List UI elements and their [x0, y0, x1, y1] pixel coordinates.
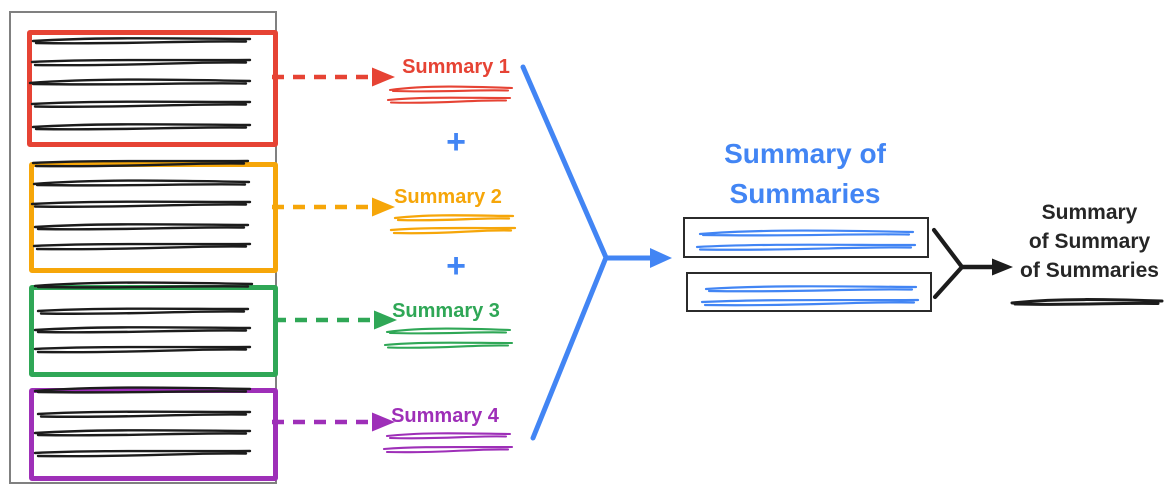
final-summary-label: Summary of Summary of Summaries — [1012, 198, 1167, 285]
merged-summary-box-1 — [683, 217, 929, 258]
scribble-stroke — [383, 341, 514, 349]
source-documents-panel — [9, 11, 278, 484]
summary-2-label: Summary 2 — [394, 186, 502, 208]
final-summary-line-2: of Summary — [1028, 230, 1151, 253]
final-summary-line-3: of Summaries — [1020, 259, 1159, 282]
merged-summary-box-2 — [686, 272, 932, 312]
document-4-to-summary-4-arrow — [272, 412, 395, 432]
final-converge-arrow — [931, 227, 1013, 300]
scribble-stroke — [388, 85, 514, 93]
summary-4-label: Summary 4 — [391, 405, 499, 427]
document-2-to-summary-2-arrow — [272, 197, 395, 217]
scribble-stroke — [386, 96, 512, 104]
document-4-box — [29, 388, 278, 481]
final-summary-line-1: Summary — [1041, 201, 1138, 224]
document-1-box — [27, 30, 278, 147]
scribble-stroke — [393, 214, 515, 222]
plus-operator-1: + — [446, 123, 466, 161]
scribble-stroke — [385, 327, 512, 335]
plus-operator-2: + — [446, 247, 466, 285]
summary-1-label: Summary 1 — [402, 56, 510, 78]
document-3-box — [29, 285, 278, 377]
document-3-to-summary-3-arrow — [274, 310, 397, 330]
scribble-stroke — [1010, 298, 1164, 306]
summary-3-label: Summary 3 — [392, 300, 500, 322]
scribble-stroke — [385, 432, 512, 440]
document-1-to-summary-1-arrow — [272, 67, 395, 87]
document-2-box — [29, 162, 278, 273]
scribble-stroke — [389, 226, 517, 235]
merged-summary-title: Summary of Summaries — [724, 138, 886, 209]
scribble-stroke — [382, 445, 514, 454]
merge-converge-arrow — [520, 64, 672, 441]
